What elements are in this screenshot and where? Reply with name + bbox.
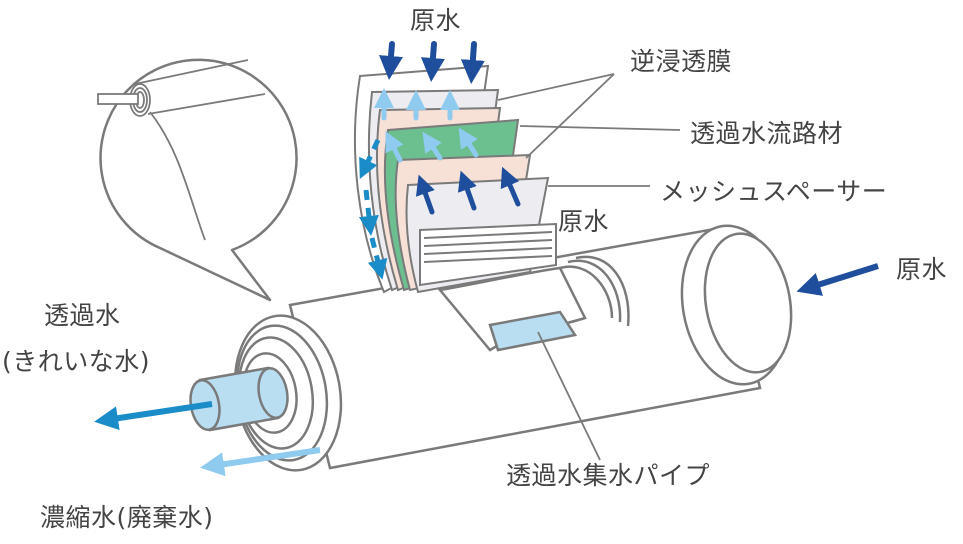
raw-water-top-label: 原水 [410,6,462,35]
raw-water-arrows-mesh [415,166,521,215]
magnifier-bubble [97,58,298,302]
raw-water-middle-label: 原水 [558,207,610,236]
raw-water-arrows-top [379,41,485,84]
permeate-label-line1: 透過水 [44,301,121,330]
permeate-dashed-arrows [358,138,388,280]
membrane-flow-arrows [374,88,479,163]
permeate-pipe-label: 透過水集水パイプ [506,461,711,490]
ro-membrane-label: 逆浸透膜 [630,47,733,76]
raw-water-right-label: 原水 [896,255,948,284]
concentrate-out-arrow [200,447,321,477]
permeate-out-arrow [94,401,213,431]
magnified-roll [97,59,266,241]
permeate-label-line2: (きれいな水) [2,347,151,376]
sheet-stack-base [419,222,557,287]
leader-lines [497,73,681,461]
permeate-channel-label: 透過水流路材 [690,119,844,148]
permeate-collection-pipe [189,366,289,432]
raw-water-arrow-right [796,263,879,296]
mesh-spacer-label: メッシュスペーサー [660,177,888,206]
cutaway-window [437,255,630,352]
concentrate-label: 濃縮水(廃棄水) [40,503,214,532]
